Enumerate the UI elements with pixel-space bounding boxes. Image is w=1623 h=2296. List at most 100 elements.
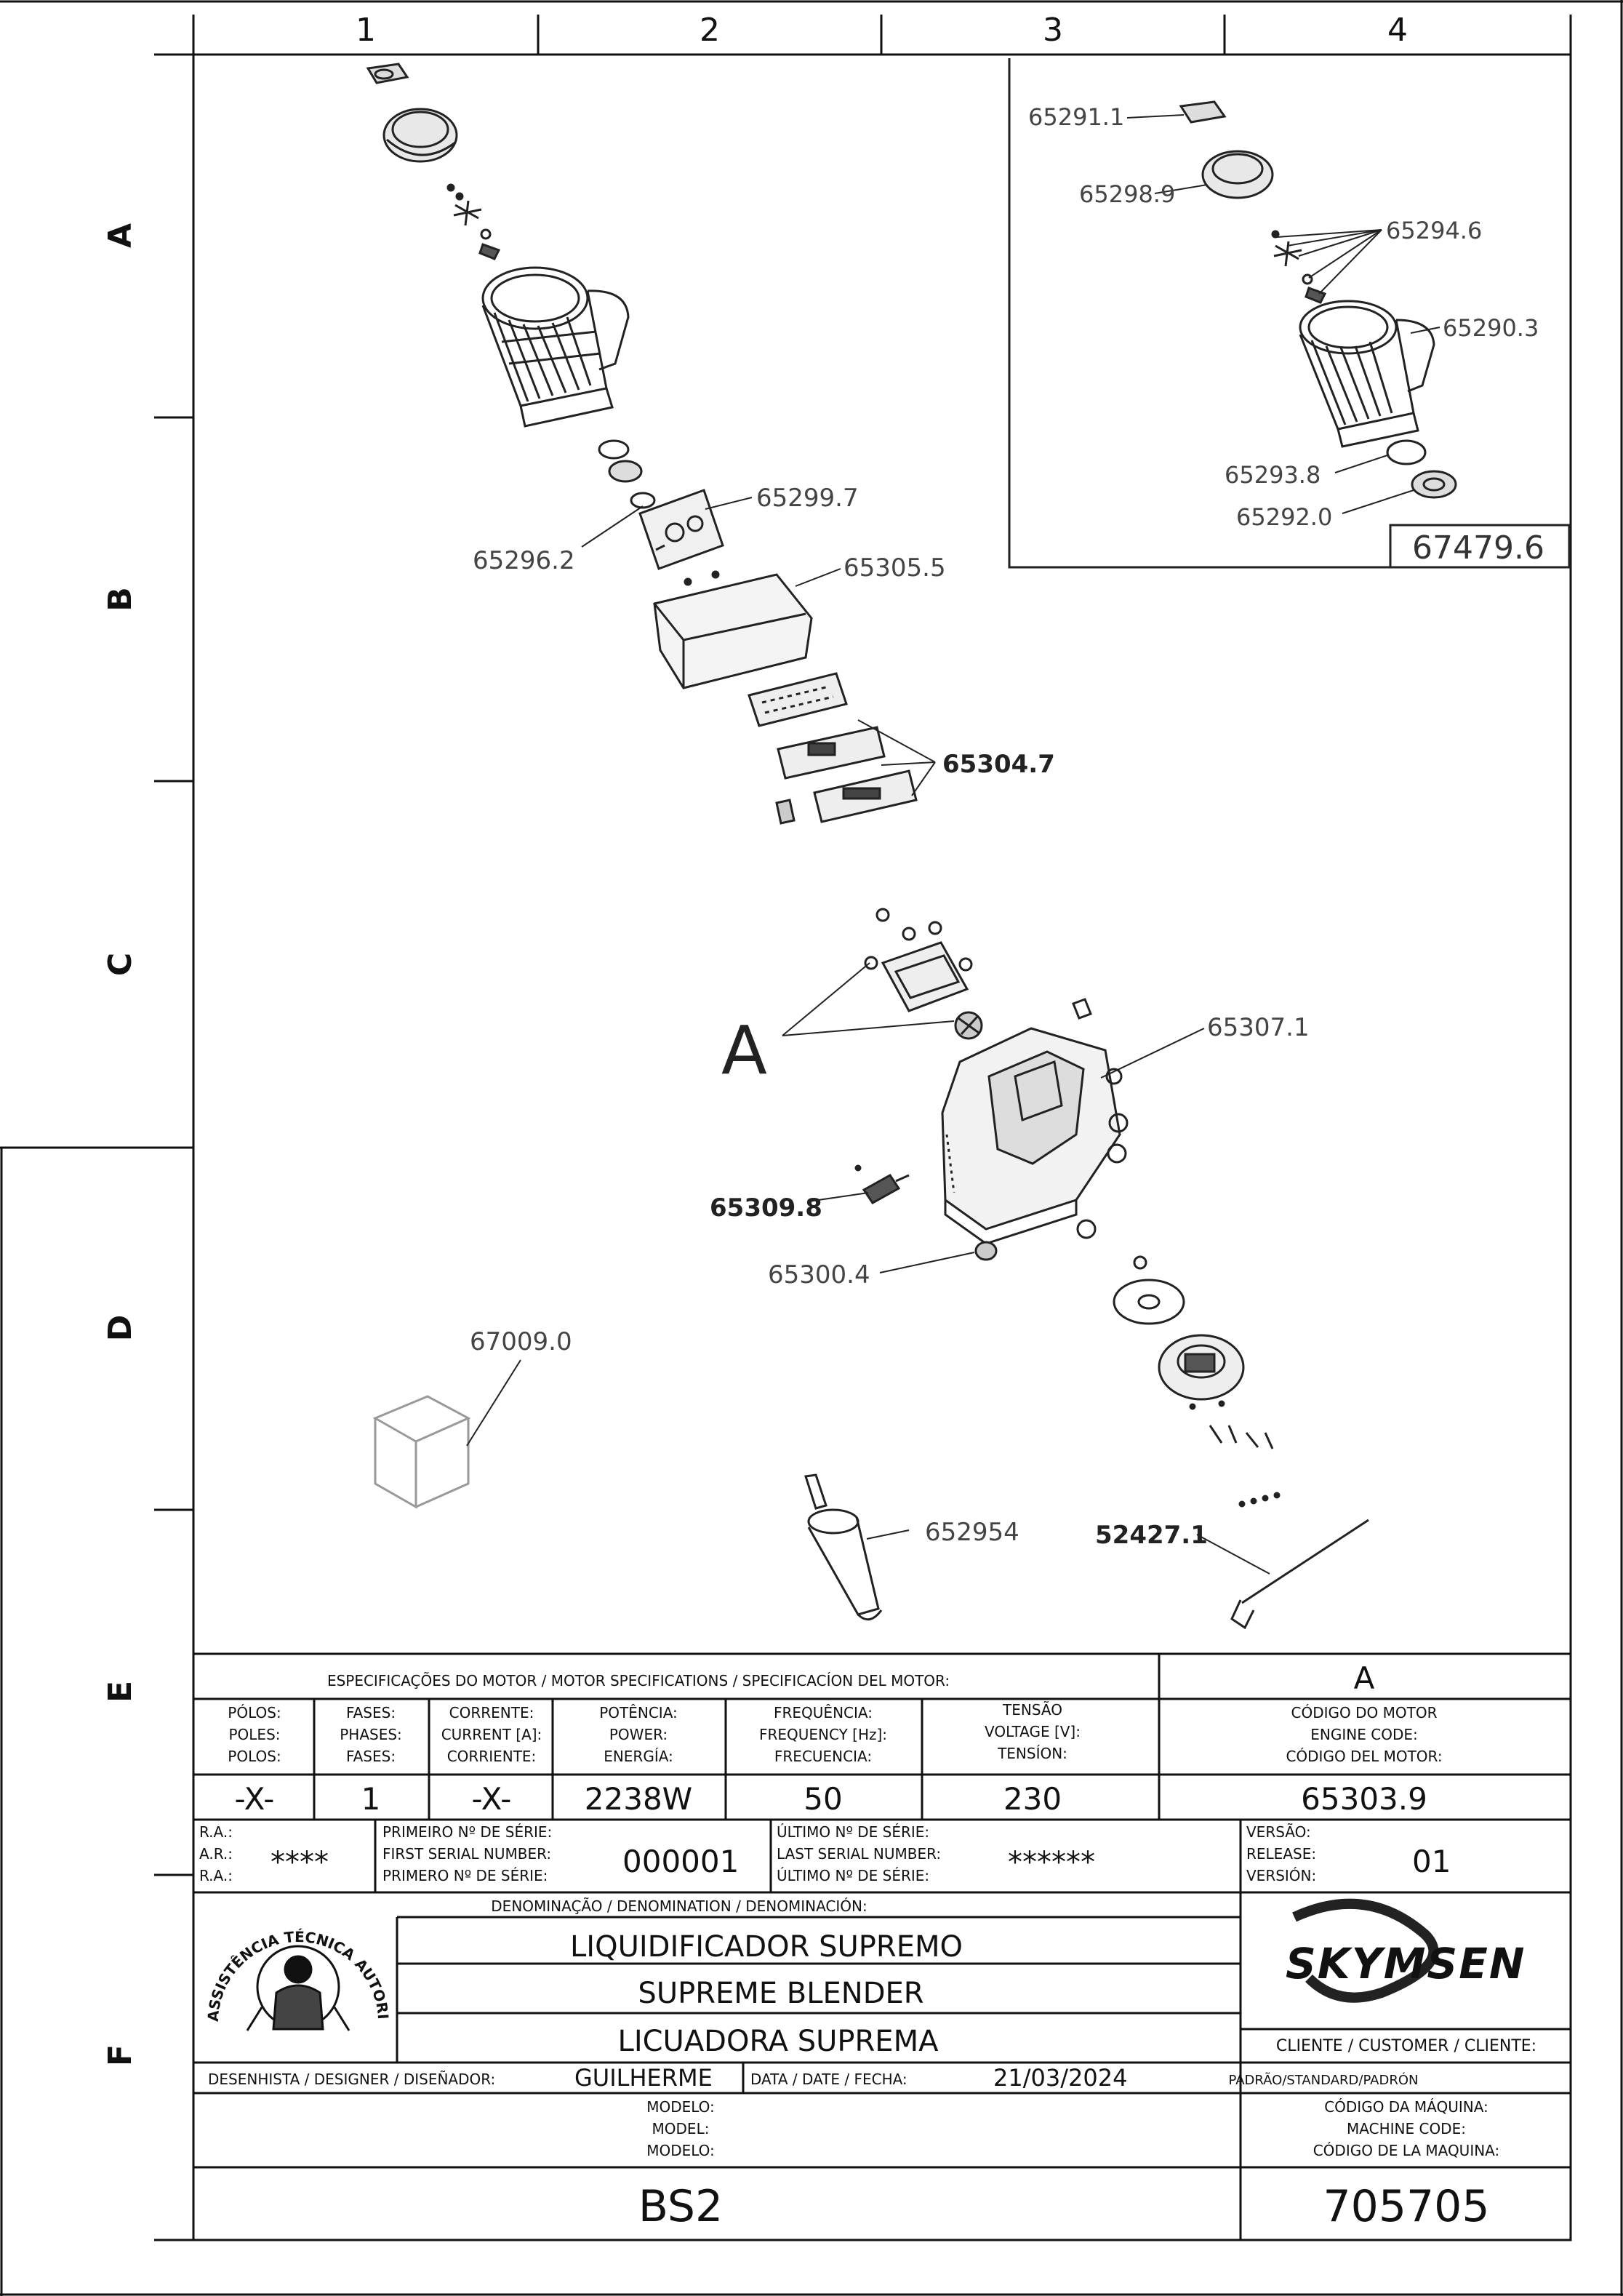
model-label-pt: MODELO: bbox=[646, 2098, 715, 2116]
motor-base bbox=[941, 998, 1129, 1245]
product-name-en: SUPREME BLENDER bbox=[638, 1977, 923, 2010]
callout-65300-4: 65300.4 bbox=[768, 1260, 870, 1289]
current-value: -X- bbox=[472, 1781, 512, 1817]
denomination-header: DENOMINAÇÃO / DENOMINATION / DENOMINACIÓ… bbox=[491, 1897, 867, 1915]
motor-underside-parts bbox=[1113, 1255, 1281, 1508]
stamp-text: ASSISTÊNCIA TÉCNICA AUTORIZADA bbox=[0, 0, 392, 2022]
poles-value: -X- bbox=[235, 1781, 275, 1817]
callout-labels-main: 65299.7 65296.2 65305.5 65304.7 A 65307.… bbox=[470, 484, 1310, 1550]
designer-value: GUILHERME bbox=[574, 2064, 713, 2092]
motor-spec-values: -X- 1 -X- 2238W 50 230 65303.9 bbox=[235, 1781, 1427, 1817]
callout-67479-6: 67479.6 bbox=[1412, 529, 1544, 567]
engine-code-label-en: ENGINE CODE: bbox=[1310, 1726, 1417, 1743]
inset-callout-labels: 65291.1 65298.9 65294.6 65290.3 65293.8 … bbox=[1028, 103, 1544, 567]
power-label-en: POWER: bbox=[609, 1726, 668, 1743]
control-cover bbox=[653, 570, 813, 689]
engine-code-value: 65303.9 bbox=[1301, 1781, 1427, 1817]
fuse-holder bbox=[854, 1164, 910, 1204]
version-letter: A bbox=[1354, 1660, 1375, 1696]
motor-shaft bbox=[804, 1473, 883, 1621]
machine-code-value: 705705 bbox=[1323, 2181, 1489, 2232]
grid-row-a: A bbox=[102, 223, 139, 248]
last-serial-label-pt: ÚLTIMO Nº DE SÉRIE: bbox=[777, 1823, 929, 1841]
denomination: DENOMINAÇÃO / DENOMINATION / DENOMINACIÓ… bbox=[491, 1897, 963, 2058]
phases-label-en: PHASES: bbox=[340, 1726, 402, 1743]
power-label-es: ENERGÍA: bbox=[604, 1748, 673, 1765]
grid-column-labels: 1 2 3 4 bbox=[356, 12, 1408, 49]
packaging-box bbox=[372, 1395, 471, 1509]
voltage-value: 230 bbox=[1003, 1781, 1062, 1817]
motor-housing-top-bracket bbox=[864, 908, 983, 1040]
callout-65299-7: 65299.7 bbox=[756, 484, 859, 513]
serial-row: R.A.: A.R.: R.A.: **** PRIMEIRO Nº DE SÉ… bbox=[199, 1823, 1451, 1884]
model-label-es: MODELO: bbox=[646, 2142, 715, 2159]
ra-label-2: A.R.: bbox=[199, 1845, 233, 1863]
callout-65305-5: 65305.5 bbox=[843, 553, 946, 583]
grid-column-1: 1 bbox=[356, 12, 376, 49]
release-label-pt: VERSÃO: bbox=[1246, 1823, 1311, 1841]
designer-label: DESENHISTA / DESIGNER / DISEÑADOR: bbox=[208, 2071, 495, 2088]
last-serial-value: ****** bbox=[1008, 1846, 1095, 1879]
motor-specs: ESPECIFICAÇÕES DO MOTOR / MOTOR SPECIFIC… bbox=[228, 1660, 1442, 1765]
first-serial-value: 000001 bbox=[622, 1844, 739, 1879]
release-label-en: RELEASE: bbox=[1246, 1845, 1316, 1863]
grid-column-4: 4 bbox=[1387, 12, 1408, 49]
callout-65309-8: 65309.8 bbox=[710, 1193, 822, 1223]
power-value: 2238W bbox=[585, 1781, 692, 1817]
designer-row: DESENHISTA / DESIGNER / DISEÑADOR: GUILH… bbox=[208, 2064, 1127, 2092]
voltage-label-es: TENSÍON: bbox=[997, 1745, 1067, 1762]
phases-label-pt: FASES: bbox=[346, 1704, 396, 1721]
authorized-service-stamp: ASSISTÊNCIA TÉCNICA AUTORIZADA bbox=[0, 0, 392, 2031]
release-value: 01 bbox=[1412, 1844, 1451, 1879]
last-serial-label-en: LAST SERIAL NUMBER: bbox=[777, 1845, 941, 1863]
ra-label-3: R.A.: bbox=[199, 1867, 233, 1884]
power-cord bbox=[1230, 1519, 1369, 1630]
grid-column-3: 3 bbox=[1043, 12, 1063, 49]
grid-column-2: 2 bbox=[700, 12, 720, 49]
first-serial-label-es: PRIMERO Nº DE SÉRIE: bbox=[382, 1867, 548, 1884]
voltage-label-pt: TENSÃO bbox=[1002, 1701, 1062, 1719]
switch-plate bbox=[638, 489, 724, 570]
current-label-es: CORRIENTE: bbox=[447, 1748, 537, 1765]
grid-row-c: C bbox=[102, 953, 139, 976]
client-label: CLIENTE / CUSTOMER / CLIENTE: bbox=[1276, 2037, 1536, 2055]
frequency-label-en: FREQUENCY [Hz]: bbox=[759, 1726, 887, 1743]
control-panel-boards bbox=[748, 672, 918, 825]
poles-label-pt: PÓLOS: bbox=[228, 1704, 281, 1721]
ra-label-1: R.A.: bbox=[199, 1823, 233, 1841]
model-block: MODELO: MODEL: MODELO: BS2 CÓDIGO DA MÁQ… bbox=[638, 2098, 1499, 2232]
voltage-label-en: VOLTAGE [V]: bbox=[985, 1723, 1081, 1740]
coupling-assembly bbox=[598, 439, 656, 509]
blender-jar bbox=[481, 266, 630, 428]
current-label-pt: CORRENTE: bbox=[449, 1704, 534, 1721]
last-serial-label-es: ÚLTIMO Nº DE SÉRIE: bbox=[777, 1867, 929, 1884]
inset-jar-assembly bbox=[1179, 100, 1457, 499]
grid-row-b: B bbox=[102, 587, 139, 612]
motor-specs-header: ESPECIFICAÇÕES DO MOTOR / MOTOR SPECIFIC… bbox=[327, 1672, 950, 1689]
grid-row-f: F bbox=[102, 2044, 139, 2066]
callout-67009-0: 67009.0 bbox=[470, 1327, 572, 1356]
callout-65304-7: 65304.7 bbox=[942, 750, 1055, 779]
first-serial-label-en: FIRST SERIAL NUMBER: bbox=[382, 1845, 551, 1863]
leader-lines bbox=[466, 497, 1270, 1575]
product-name-pt: LIQUIDIFICADOR SUPREMO bbox=[570, 1930, 963, 1964]
frequency-label-es: FRECUENCIA: bbox=[774, 1748, 872, 1765]
machine-code-label-es: CÓDIGO DE LA MAQUINA: bbox=[1313, 2142, 1500, 2159]
poles-label-es: POLOS: bbox=[228, 1748, 281, 1765]
date-value: 21/03/2024 bbox=[993, 2064, 1127, 2092]
callout-65290-3: 65290.3 bbox=[1443, 314, 1539, 342]
model-label-en: MODEL: bbox=[652, 2120, 710, 2137]
jar-lid-assembly bbox=[366, 63, 458, 163]
machine-code-label-en: MACHINE CODE: bbox=[1347, 2120, 1466, 2137]
product-name-es: LICUADORA SUPREMA bbox=[618, 2025, 939, 2058]
date-label: DATA / DATE / FECHA: bbox=[750, 2071, 907, 2088]
release-label-es: VERSIÓN: bbox=[1246, 1867, 1316, 1884]
power-label-pt: POTÊNCIA: bbox=[599, 1704, 678, 1721]
machine-code-label-pt: CÓDIGO DA MÁQUINA: bbox=[1324, 2098, 1488, 2116]
grid-row-d: D bbox=[102, 1315, 139, 1342]
callout-65294-6: 65294.6 bbox=[1386, 217, 1482, 244]
client-value: PADRÃO/STANDARD/PADRÓN bbox=[1229, 2072, 1419, 2088]
callout-65296-2: 65296.2 bbox=[473, 546, 575, 575]
current-label-en: CURRENT [A]: bbox=[441, 1726, 542, 1743]
